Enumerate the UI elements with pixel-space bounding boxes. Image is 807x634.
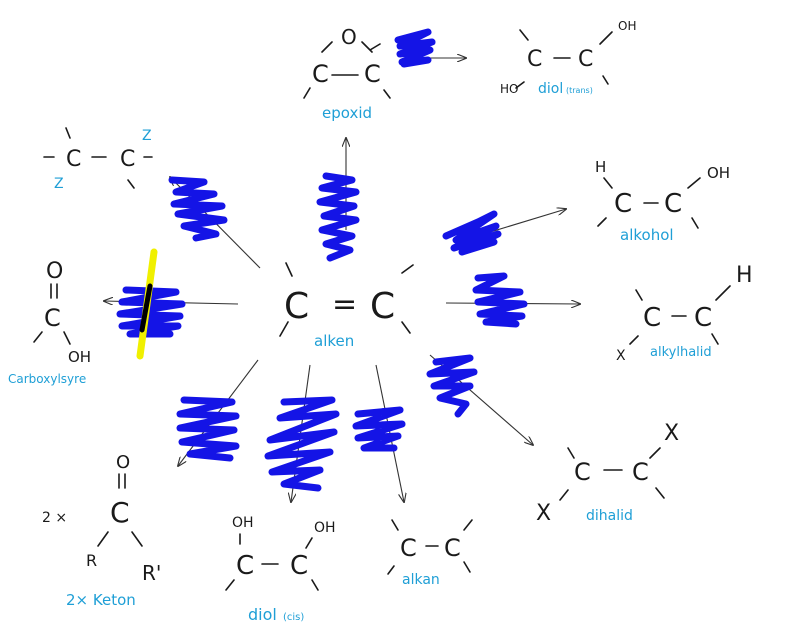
keton-double-bond xyxy=(118,473,126,489)
diol-cis-oh-right: OH xyxy=(314,520,336,536)
carboxylsyre-bonds xyxy=(33,331,71,345)
keton-r-left: R xyxy=(86,551,97,570)
scribble-to-alkohol xyxy=(442,210,502,256)
top-left-bonds xyxy=(43,127,153,189)
reaction-arrows xyxy=(104,58,580,502)
dihalid-bonds xyxy=(559,447,665,501)
scribble-to-top-left xyxy=(168,176,228,242)
alkene-substituent-bonds xyxy=(279,262,414,337)
top-left-z-bottom: Z xyxy=(54,176,64,192)
diol-cis-structure: OH OH C C diol (cis) xyxy=(225,515,336,624)
carboxylsyre-double-bond xyxy=(50,283,58,299)
keton-carbon: C xyxy=(110,496,130,529)
scribble-to-epoxid xyxy=(316,172,360,262)
alkohol-carbon-right: C xyxy=(664,189,682,219)
diol-cis-label-note: (cis) xyxy=(283,612,304,623)
alkan-label: alkan xyxy=(402,572,440,588)
alkohol-bonds xyxy=(597,177,701,229)
diol-trans-bonds xyxy=(515,29,613,89)
diol-trans-ho-bottom: HO xyxy=(500,82,518,96)
diol-cis-label: diol xyxy=(248,605,277,624)
alkohol-h: H xyxy=(595,158,606,176)
dihalid-structure: X X C C dihalid xyxy=(536,421,679,526)
alkan-structure: C C alkan xyxy=(387,519,473,588)
alkylhalid-structure: H X C C alkylhalid xyxy=(616,263,753,364)
alkene-carbon-right: C xyxy=(370,286,395,327)
diol-trans-carbon-right: C xyxy=(578,47,593,72)
keton-oxygen: O xyxy=(116,452,130,473)
alkan-carbon-left: C xyxy=(400,534,417,562)
carboxylsyre-label: Carboxylsyre xyxy=(8,372,86,386)
carboxylsyre-structure: O C OH Carboxylsyre xyxy=(8,259,91,386)
alkylhalid-x: X xyxy=(616,348,626,364)
diol-trans-oh-top: OH xyxy=(618,19,636,33)
alkohol-oh: OH xyxy=(707,164,730,182)
diol-cis-oh-left: OH xyxy=(232,515,254,531)
alkylhalid-h: H xyxy=(736,263,753,288)
scribble-to-alkan xyxy=(352,406,406,452)
redaction-scribbles xyxy=(116,28,528,492)
keton-bonds xyxy=(97,531,143,547)
alkan-bonds xyxy=(387,519,473,575)
alkohol-label: alkohol xyxy=(620,226,674,244)
scribble-to-diol-cis xyxy=(264,396,340,492)
alkohol-structure: H OH C C alkohol xyxy=(595,158,730,244)
dihalid-carbon-right: C xyxy=(632,458,649,486)
diol-trans-structure: C C OH HO diol (trans) xyxy=(500,19,636,97)
epoxid-carbon-right: C xyxy=(364,60,381,88)
alkene-label: alken xyxy=(314,332,354,350)
alkylhalid-bonds xyxy=(629,285,731,345)
scribble-to-keton xyxy=(176,396,240,462)
keton-label: 2× Keton xyxy=(66,591,136,609)
carboxylsyre-oxygen: O xyxy=(46,259,63,284)
diol-cis-carbon-right: C xyxy=(290,551,308,581)
dihalid-label: dihalid xyxy=(586,508,633,524)
top-left-z-top: Z xyxy=(142,128,152,144)
diol-cis-carbon-left: C xyxy=(236,551,254,581)
scribble-to-dihalid xyxy=(426,354,478,418)
alkohol-carbon-left: C xyxy=(614,189,632,219)
scribble-to-alkylhalid xyxy=(472,272,528,328)
top-left-carbon-right: C xyxy=(120,147,135,172)
alkylhalid-carbon-left: C xyxy=(643,303,661,333)
epoxid-structure: O C C epoxid xyxy=(303,25,391,122)
diol-trans-carbon-left: C xyxy=(527,47,542,72)
epoxid-label: epoxid xyxy=(322,104,372,122)
top-left-carbon-left: C xyxy=(66,147,81,172)
diol-trans-label: diol xyxy=(538,81,563,97)
diol-trans-label-note: (trans) xyxy=(566,86,593,95)
epoxid-carbon-left: C xyxy=(312,60,329,88)
alkylhalid-label: alkylhalid xyxy=(650,345,712,360)
alkan-carbon-right: C xyxy=(444,534,461,562)
dihalid-x-left: X xyxy=(536,501,551,526)
keton-multiplier: 2 × xyxy=(42,510,67,526)
keton-structure: 2 × O C R R' 2× Keton xyxy=(42,452,161,609)
double-bond: = xyxy=(332,287,357,322)
diol-cis-bonds xyxy=(225,533,319,591)
epoxid-bonds xyxy=(303,41,391,99)
black-overlap-stroke xyxy=(139,283,153,333)
keton-r-right: R' xyxy=(142,561,161,585)
scribble-epoxid-to-diol xyxy=(394,28,436,68)
dihalid-carbon-left: C xyxy=(574,458,591,486)
alkene-carbon-left: C xyxy=(284,286,309,327)
top-left-structure: C C Z Z xyxy=(43,127,153,192)
carboxylsyre-carbon: C xyxy=(44,304,61,332)
epoxid-oxygen: O xyxy=(341,25,357,49)
alkylhalid-carbon-right: C xyxy=(694,303,712,333)
dihalid-x-right: X xyxy=(664,421,679,446)
carboxylsyre-oh: OH xyxy=(68,348,91,366)
alkene-center: C = C alken xyxy=(279,262,414,350)
